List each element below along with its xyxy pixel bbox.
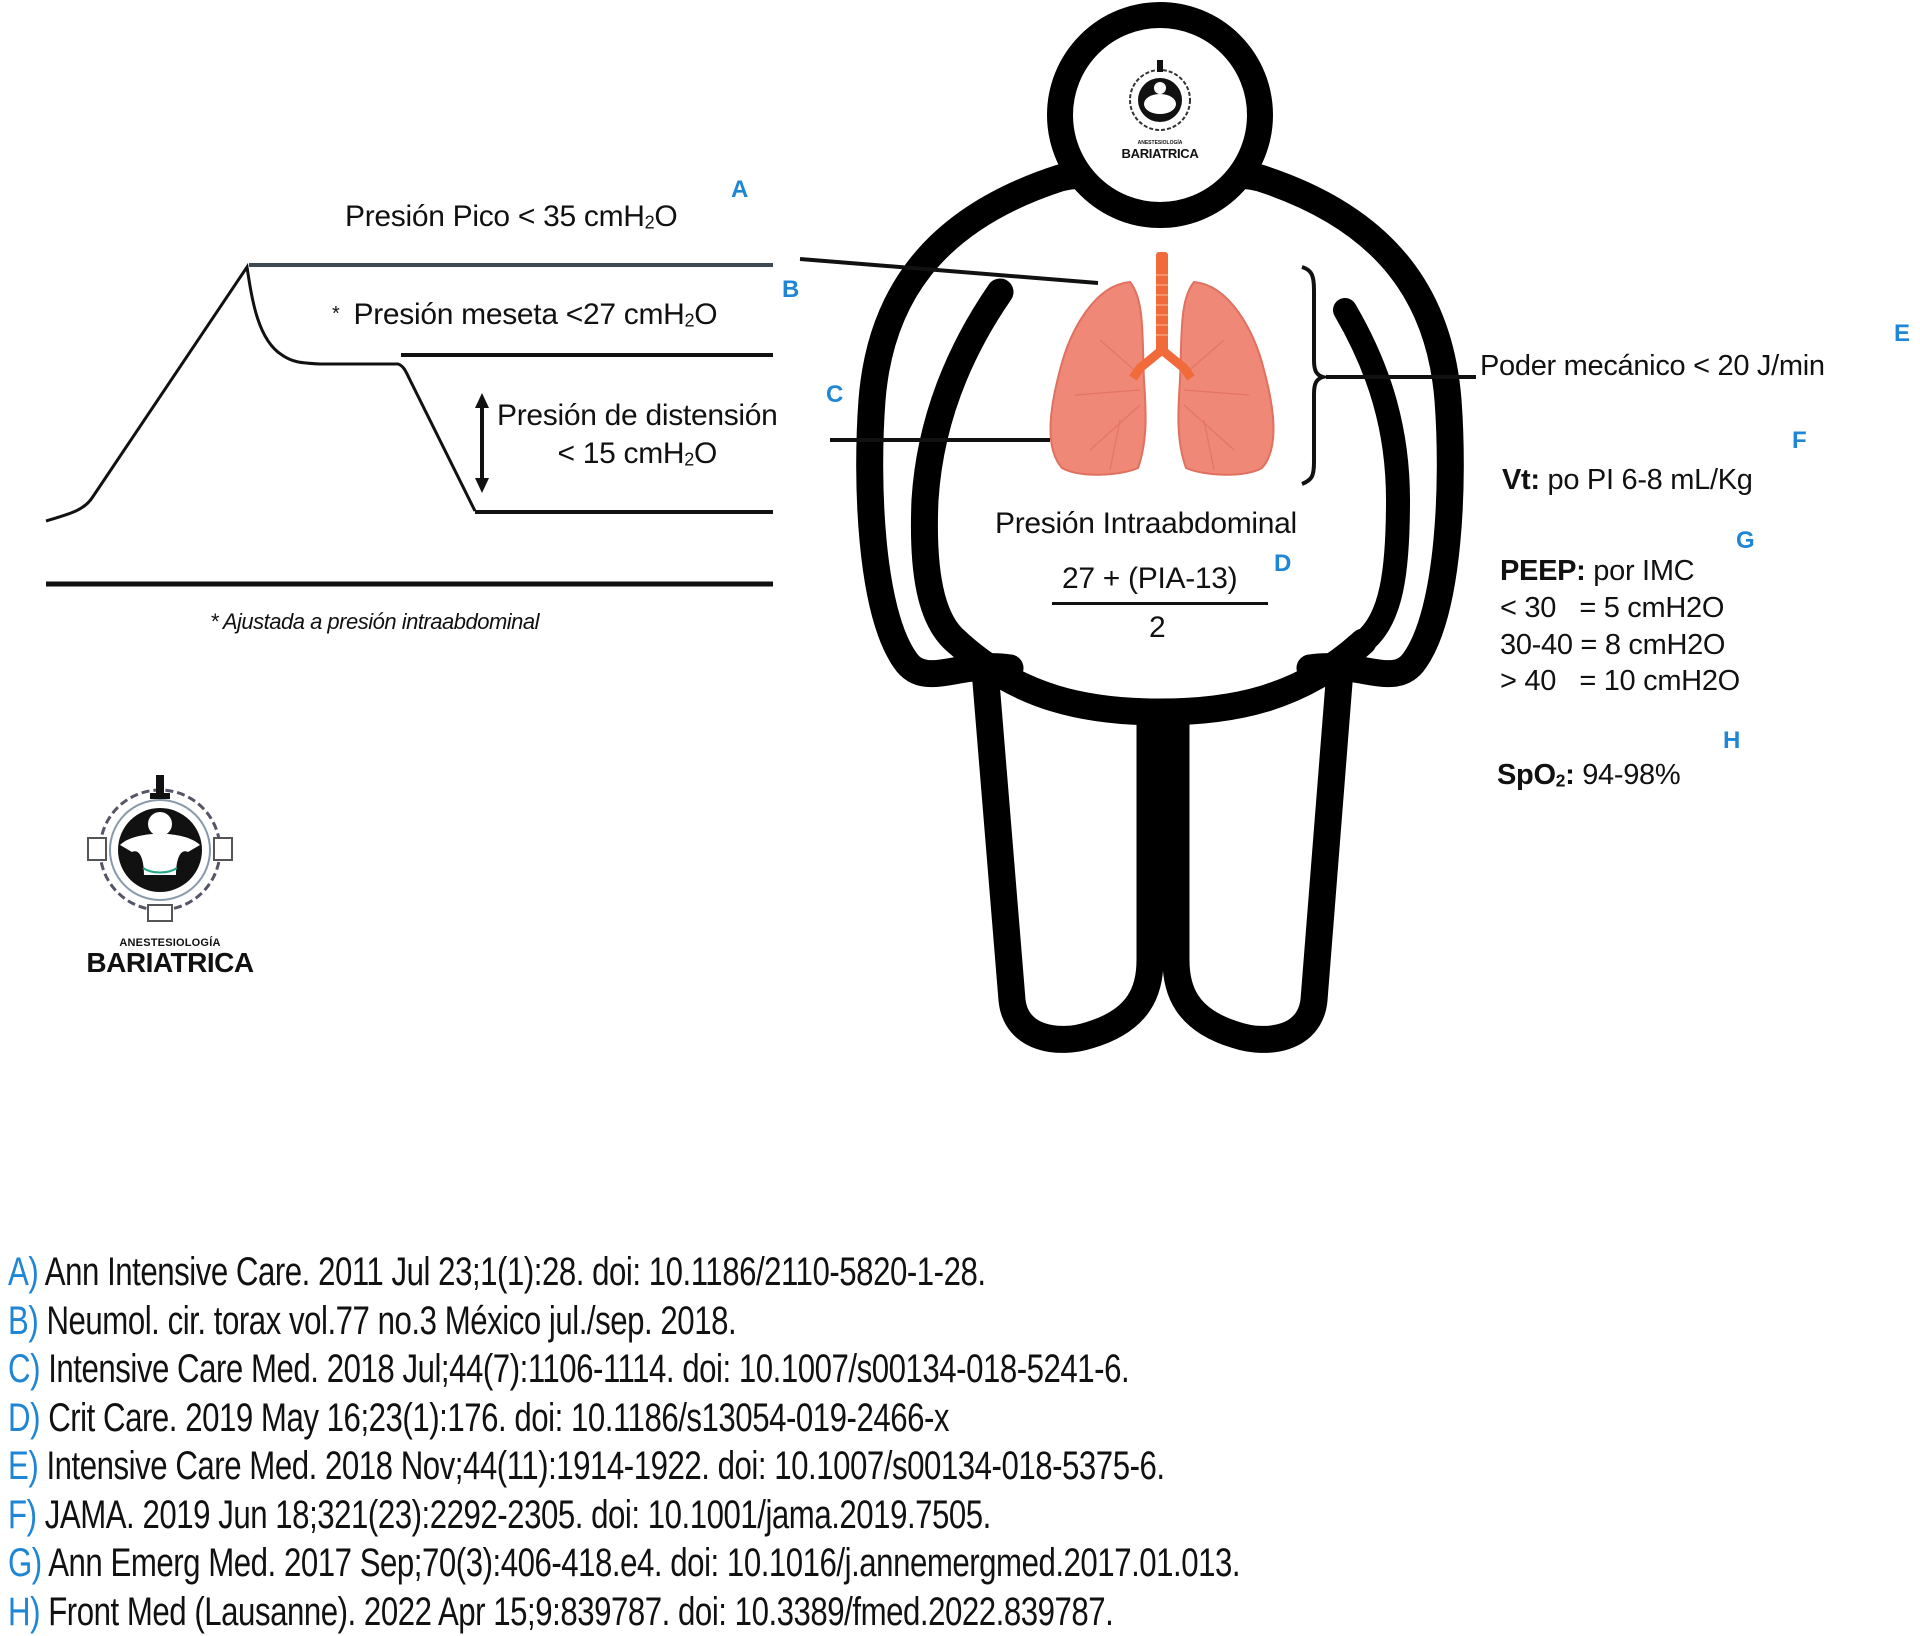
reference-item: A) Ann Intensive Care. 2011 Jul 23;1(1):… — [8, 1248, 1240, 1297]
head-logo-text: ANESTESIOLOGÍA BARIATRICA — [1120, 140, 1200, 161]
ref-marker-c: C — [826, 381, 843, 409]
ref-marker-b: B — [782, 276, 799, 304]
reference-item: D) Crit Care. 2019 May 16;23(1):176. doi… — [8, 1394, 1240, 1443]
peep-row: > 40 = 10 cmH2O — [1500, 665, 1740, 698]
ref-marker-g: G — [1736, 527, 1755, 555]
double-arrow-icon — [475, 393, 489, 493]
bariatric-logo-text: ANESTESIOLOGÍA BARIATRICA — [80, 937, 260, 979]
iap-denominator: 2 — [1149, 611, 1165, 645]
ref-marker-e: E — [1894, 320, 1910, 348]
reference-item: F) JAMA. 2019 Jun 18;321(23):2292-2305. … — [8, 1491, 1240, 1540]
mechanical-power-label: Poder mecánico < 20 J/min — [1480, 350, 1825, 383]
iap-numerator: 27 + (PIA-13) — [1062, 562, 1237, 596]
footnote-caption: * Ajustada a presión intraabdominal — [210, 609, 539, 635]
spo2-label: SpO2: 94-98% — [1497, 759, 1680, 792]
reference-item: B) Neumol. cir. torax vol.77 no.3 México… — [8, 1297, 1240, 1346]
lungs-icon — [1051, 252, 1274, 475]
ref-marker-f: F — [1792, 427, 1807, 455]
bracket-icon — [1302, 267, 1323, 484]
driving-pressure-label: Presión de distensión < 15 cmH2O — [497, 397, 778, 479]
plateau-pressure-label: *Presión meseta <27 cmH2O — [332, 298, 717, 332]
ref-marker-h: H — [1723, 727, 1740, 755]
reference-item: C) Intensive Care Med. 2018 Jul;44(7):11… — [8, 1345, 1240, 1394]
ref-marker-d: D — [1274, 550, 1291, 578]
tidal-volume-label: Vt: po PI 6-8 mL/Kg — [1502, 464, 1753, 497]
bariatric-logo-emblem — [88, 775, 232, 921]
peak-pressure-label: Presión Pico < 35 cmH2O — [345, 200, 677, 234]
reference-item: H) Front Med (Lausanne). 2022 Apr 15;9:8… — [8, 1588, 1240, 1636]
fraction-line — [1052, 602, 1268, 605]
iap-title: Presión Intraabdominal — [995, 507, 1297, 541]
reference-item: E) Intensive Care Med. 2018 Nov;44(11):1… — [8, 1442, 1240, 1491]
references-list: A) Ann Intensive Care. 2011 Jul 23;1(1):… — [8, 1248, 1588, 1636]
peep-row: 30-40 = 8 cmH2O — [1500, 629, 1725, 662]
peep-row: < 30 = 5 cmH2O — [1500, 592, 1724, 625]
peep-label: PEEP: por IMC — [1500, 555, 1694, 588]
ref-marker-a: A — [731, 176, 748, 204]
reference-item: G) Ann Emerg Med. 2017 Sep;70(3):406-418… — [8, 1539, 1240, 1588]
